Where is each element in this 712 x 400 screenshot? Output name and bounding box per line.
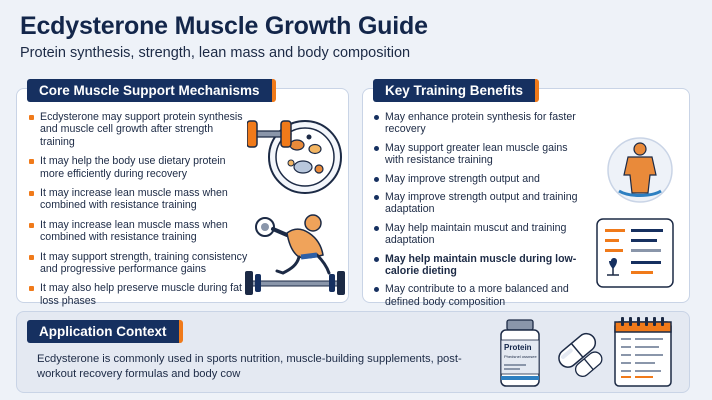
training-benefits-title: Key Training Benefits: [373, 79, 540, 102]
list-item: May enhance protein synthesis for faster…: [374, 111, 588, 136]
bullet-icon: [29, 222, 34, 228]
list-item: It may increase lean muscle mass when co…: [29, 187, 249, 212]
core-mechanisms-list: Ecdysterone may support protein synthesi…: [29, 111, 249, 314]
list-item: It may increase lean muscle mass when co…: [29, 219, 249, 244]
body-silhouette-icon: [607, 137, 673, 203]
list-item: May contribute to a more balanced and de…: [374, 283, 588, 308]
bullet-icon: [29, 159, 34, 165]
list-item: May help maintain muscle during low-calo…: [374, 253, 588, 278]
calendar-plan-icon: [614, 317, 672, 387]
list-item: Ecdysterone may support protein synthesi…: [29, 111, 249, 148]
bullet-icon: [374, 145, 379, 151]
capsule-icon: [558, 332, 603, 377]
bullet-icon: [374, 287, 379, 293]
list-item: It may also help preserve muscle during …: [29, 282, 249, 307]
page-title: Ecdysterone Muscle Growth Guide: [20, 12, 428, 40]
bottle-label: Protein: [504, 343, 532, 352]
bullet-icon: [374, 225, 379, 231]
page-subtitle: Protein synthesis, strength, lean mass a…: [20, 45, 411, 61]
nutrition-chart-icon: [596, 218, 674, 288]
bodybuilder-icon: [245, 214, 345, 295]
training-benefits-card: Key Training Benefits May enhance protei…: [362, 79, 690, 308]
bullet-icon: [374, 195, 379, 201]
nutrient-plate-icon: [247, 120, 342, 194]
training-benefits-list: May enhance protein synthesis for faster…: [374, 111, 588, 308]
dumbbell-icon: [247, 120, 292, 148]
list-item: It may support strength, training consis…: [29, 251, 249, 276]
list-item: May support greater lean muscle gains wi…: [374, 142, 588, 167]
bullet-icon: [29, 191, 34, 197]
list-item: May improve strength output and: [374, 173, 588, 185]
bottle-sublabel: Phedsnel ossnsee: [504, 354, 537, 359]
list-item: May improve strength output and training…: [374, 191, 588, 216]
bullet-icon: [374, 176, 379, 182]
bullet-icon: [374, 256, 379, 262]
supplement-bottle-icon: Protein Phedsnel ossnsee: [500, 319, 540, 387]
core-mechanisms-card: Core Muscle Support Mechanisms Ecdystero…: [16, 79, 349, 307]
core-mechanisms-title: Core Muscle Support Mechanisms: [27, 79, 276, 102]
barbell-icon: [245, 271, 345, 295]
bullet-icon: [29, 254, 34, 260]
application-context-card: Application Context Ecdysterone is commo…: [16, 311, 690, 393]
bullet-icon: [29, 115, 34, 120]
bullet-icon: [29, 286, 34, 292]
application-context-title: Application Context: [27, 320, 183, 343]
list-item: May help maintain muscut and training ad…: [374, 222, 588, 247]
bullet-icon: [374, 115, 379, 120]
list-item: It may help the body use dietary protein…: [29, 155, 249, 180]
application-context-text: Ecdysterone is commonly used in sports n…: [37, 353, 462, 380]
